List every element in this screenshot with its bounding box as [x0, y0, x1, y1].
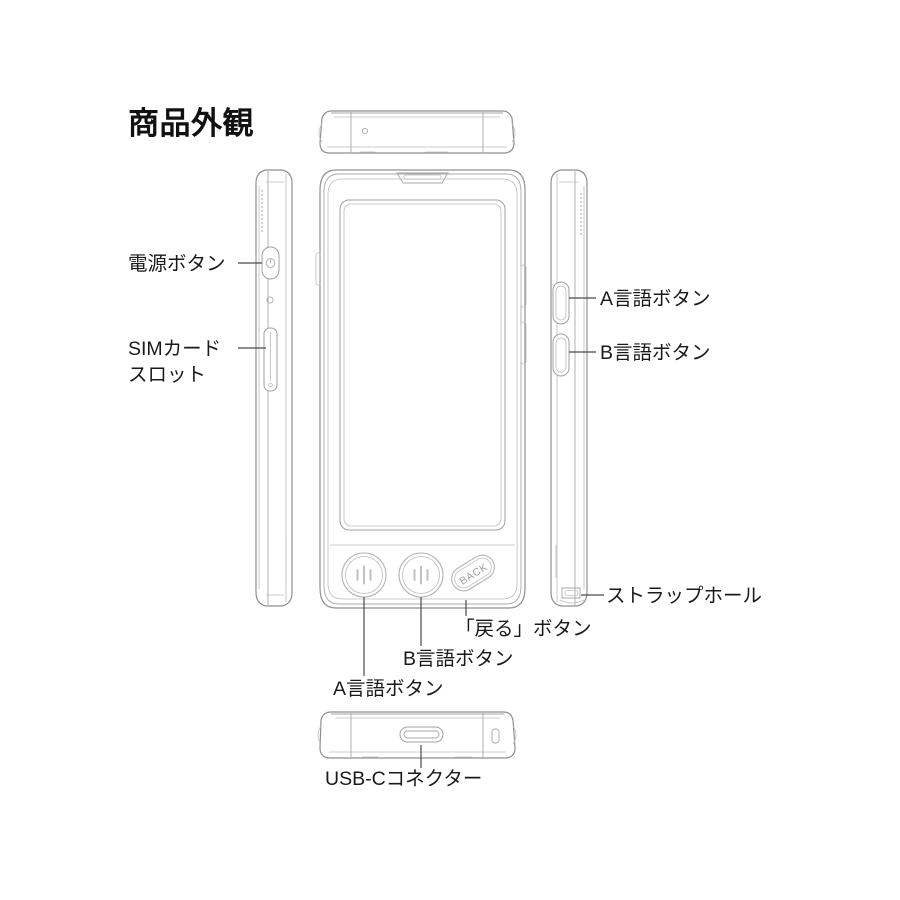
left-side-view	[255, 169, 293, 607]
front-a-language-button	[341, 552, 387, 598]
power-button	[261, 246, 280, 280]
right-nub-b	[520, 321, 527, 365]
front-view: BACK	[315, 169, 527, 609]
waveform-icon	[356, 565, 372, 585]
callout-a-language-button-front: A言語ボタン	[333, 678, 444, 700]
usb-c-port	[399, 726, 444, 743]
pinhole	[266, 296, 274, 304]
callout-sim-card-slot-line1: SIMカード	[128, 338, 222, 360]
side-b-language-button	[552, 333, 570, 377]
leader-lines	[238, 262, 604, 768]
earpiece-slot	[396, 172, 449, 184]
sim-card-slot	[263, 327, 278, 392]
side-a-language-button	[552, 281, 570, 325]
callout-strap-hole: ストラップホール	[606, 585, 763, 607]
microphone-hole	[361, 127, 369, 135]
callout-usb-c-connector: USB-Cコネクター	[325, 768, 483, 790]
screen	[339, 199, 506, 531]
top-edge-view	[318, 110, 516, 154]
waveform-icon	[413, 565, 429, 585]
right-side-view	[550, 169, 588, 607]
page-title: 商品外観	[128, 106, 254, 141]
right-nub-a	[520, 264, 527, 308]
callout-b-language-button-side: B言語ボタン	[600, 342, 711, 364]
callout-sim-card-slot-line2: スロット	[128, 364, 207, 386]
callout-a-language-button-side: A言語ボタン	[600, 288, 711, 310]
front-b-language-button	[398, 552, 444, 598]
callout-b-language-button-front: B言語ボタン	[403, 648, 514, 670]
bottom-edge-view	[317, 711, 517, 759]
callout-power-button: 電源ボタン	[128, 253, 226, 275]
strap-hole-bottom	[491, 728, 500, 744]
strap-hole-side	[559, 587, 585, 604]
callout-back-button: 「戻る」ボタン	[455, 618, 592, 640]
